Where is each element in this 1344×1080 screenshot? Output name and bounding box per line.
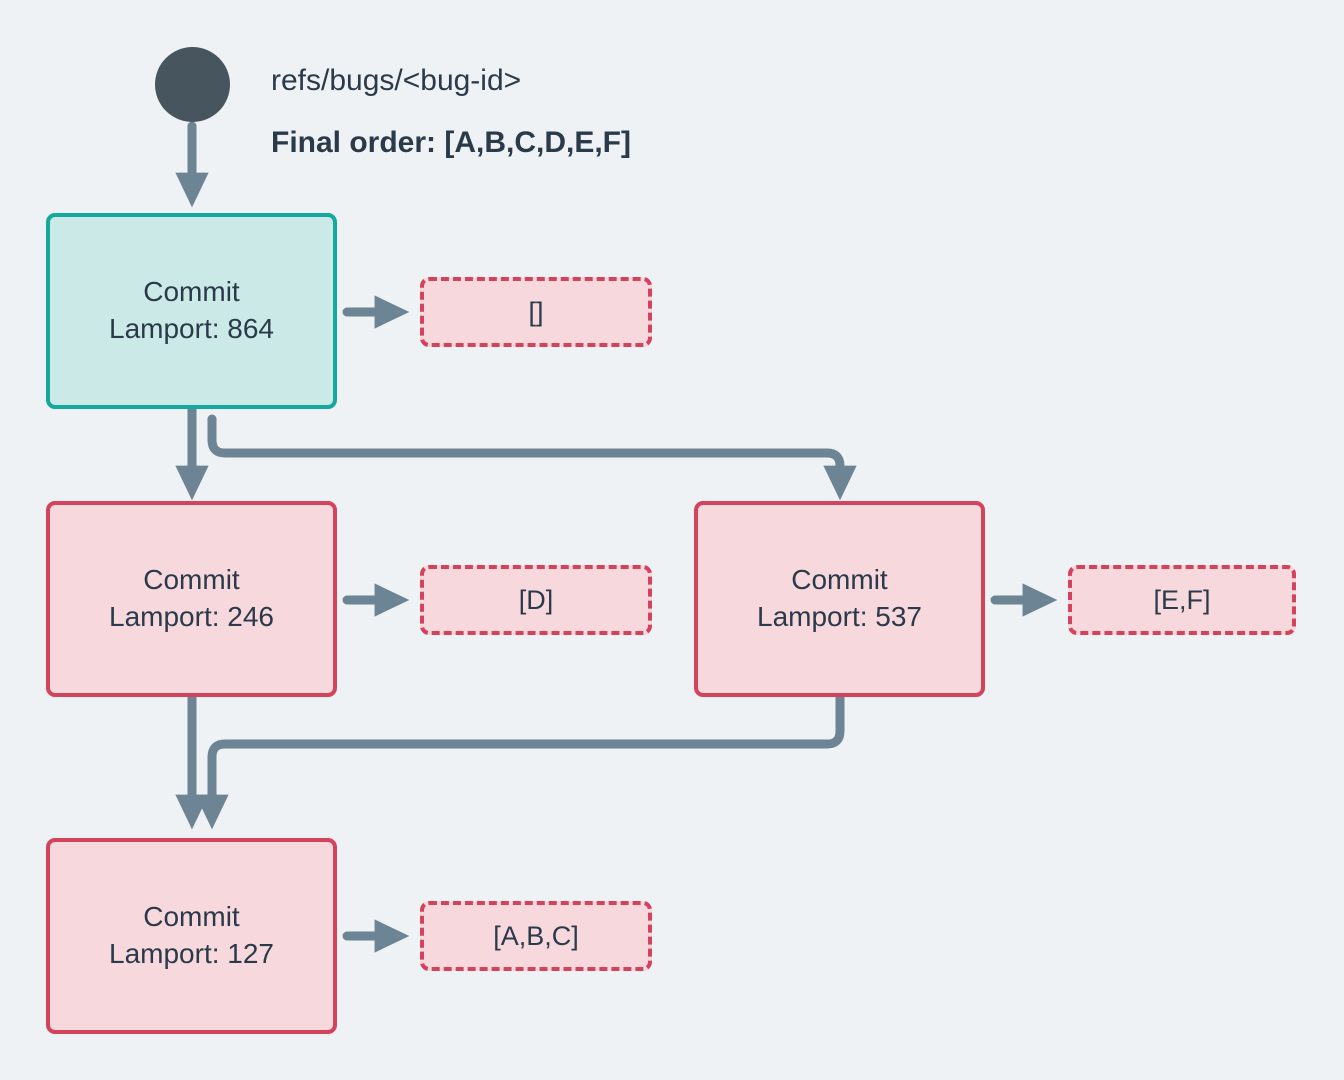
node-lamport: Lamport: 864 (109, 313, 274, 344)
start-node-circle-icon (155, 47, 230, 122)
node-commit-537[interactable]: Commit Lamport: 537 (694, 501, 985, 697)
edge-commit-864-to-commit-537 (207, 414, 857, 501)
node-lamport: Lamport: 127 (109, 938, 274, 969)
payload-value: [E,F] (1153, 584, 1211, 615)
payload-value: [D] (518, 584, 554, 615)
payload-value: [] (528, 296, 544, 327)
edge-commit-537-to-commit-127 (195, 692, 845, 830)
payload-chip-commit-537: [E,F] (1068, 565, 1296, 635)
final-order-label: Final order: [A,B,C,D,E,F] (271, 126, 631, 159)
ref-label: refs/bugs/<bug-id> (271, 64, 522, 97)
node-title: Commit (791, 564, 888, 596)
payload-chip-commit-246: [D] (420, 565, 652, 635)
node-commit-127[interactable]: Commit Lamport: 127 (46, 838, 337, 1034)
node-commit-246[interactable]: Commit Lamport: 246 (46, 501, 337, 697)
payload-chip-commit-127: [A,B,C] (420, 901, 652, 971)
node-lamport: Lamport: 537 (757, 601, 922, 632)
node-title: Commit (143, 564, 240, 596)
node-title: Commit (143, 901, 240, 933)
payload-chip-commit-864: [] (420, 277, 652, 347)
node-title: Commit (143, 276, 240, 308)
node-commit-864[interactable]: Commit Lamport: 864 (46, 213, 337, 409)
payload-value: [A,B,C] (493, 920, 579, 951)
node-lamport: Lamport: 246 (109, 601, 274, 632)
